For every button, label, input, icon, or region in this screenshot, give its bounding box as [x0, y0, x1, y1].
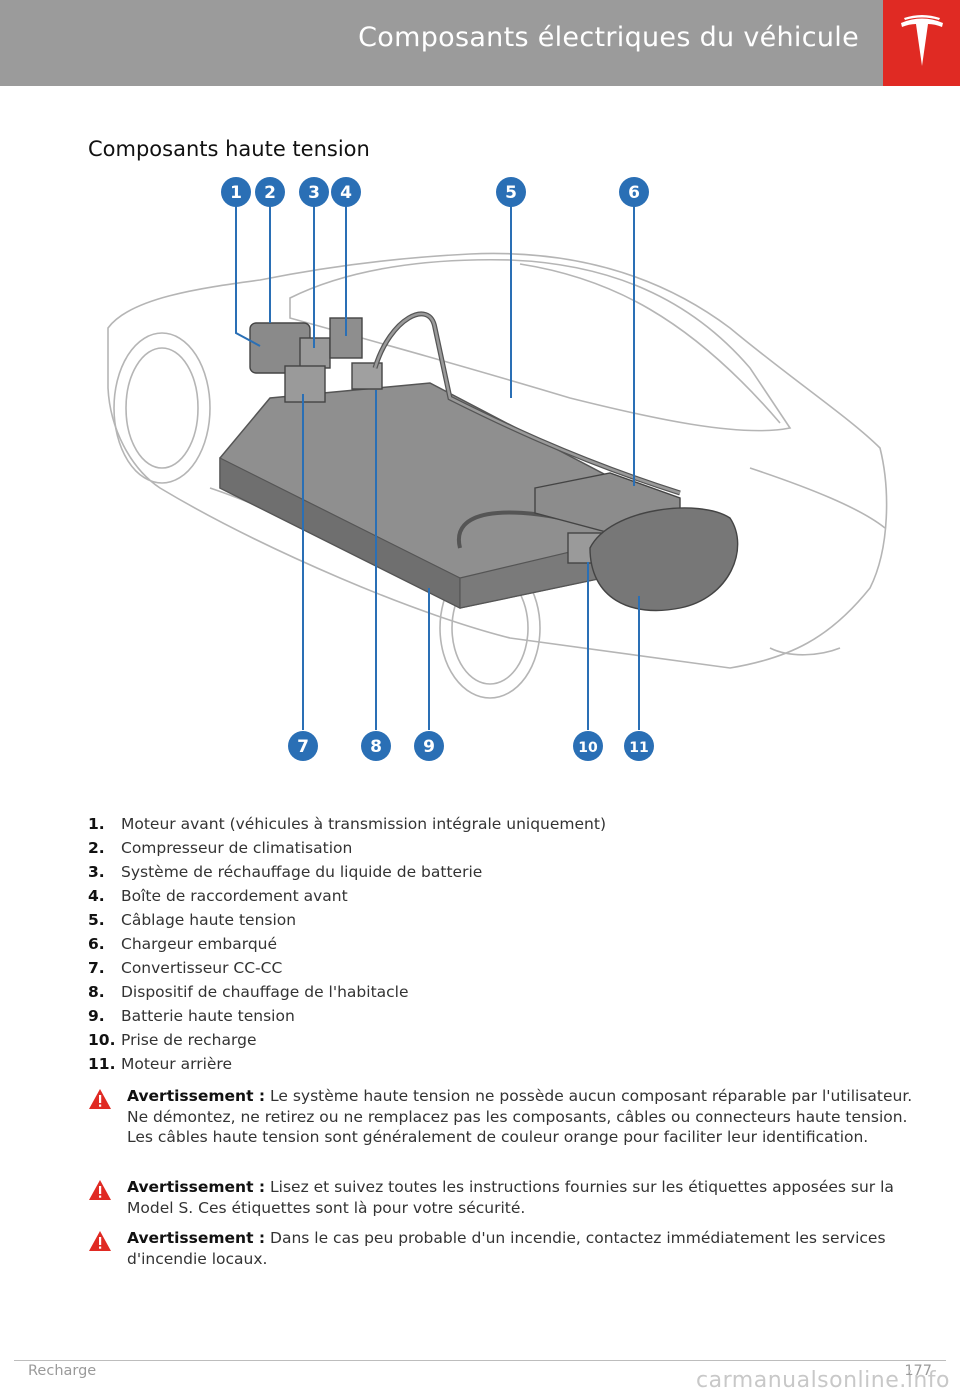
legend-item-text: Boîte de raccordement avant [121, 887, 348, 905]
callout-circle-10 [573, 731, 603, 761]
tesla-logo-icon [901, 15, 943, 66]
callout-circle-6 [619, 177, 649, 207]
warning-block: Avertissement : Dans le cas peu probable… [88, 1228, 928, 1269]
callout-label-3: 3 [308, 183, 320, 203]
callout-label-11: 11 [629, 740, 648, 756]
legend-item-text: Moteur avant (véhicules à transmission i… [121, 815, 606, 833]
legend-item-number: 11. [88, 1055, 116, 1073]
callout-circle-9 [414, 731, 444, 761]
legend-item-number: 6. [88, 935, 105, 953]
callout-circle-2 [255, 177, 285, 207]
legend-item-number: 4. [88, 887, 105, 905]
legend-item-text: Moteur arrière [121, 1055, 232, 1073]
callout-circle-3 [299, 177, 329, 207]
warning-body: Le système haute tension ne possède aucu… [127, 1087, 913, 1146]
warning-label: Avertissement : [127, 1178, 266, 1196]
legend-item: 5. Câblage haute tension [88, 911, 928, 935]
warning-label: Avertissement : [127, 1087, 266, 1105]
warning-triangle-icon [89, 1089, 111, 1109]
legend-item: 7. Convertisseur CC-CC [88, 959, 928, 983]
callout-label-6: 6 [628, 183, 640, 203]
callout-label-8: 8 [370, 737, 382, 757]
footer-divider [14, 1360, 946, 1361]
watermark: carmanualsonline.info [696, 1368, 950, 1393]
callout-label-4: 4 [340, 183, 352, 203]
warning-block: Avertissement : Le système haute tension… [88, 1086, 928, 1148]
warning-text: Avertissement : Le système haute tension… [127, 1086, 928, 1148]
footer-section-name: Recharge [28, 1363, 97, 1379]
legend-item: 3. Système de réchauffage du liquide de b… [88, 863, 928, 887]
legend-item-text: Prise de recharge [121, 1031, 257, 1049]
legend-item-number: 8. [88, 983, 105, 1001]
callout-circle-7 [288, 731, 318, 761]
legend-item-text: Chargeur embarqué [121, 935, 278, 953]
callout-circle-1 [221, 177, 251, 207]
legend-item-number: 2. [88, 839, 105, 857]
warning-triangle-icon [89, 1180, 111, 1200]
callout-label-1: 1 [230, 183, 242, 203]
callout-label-5: 5 [505, 183, 517, 203]
callout-label-2: 2 [264, 183, 276, 203]
brand-logo-box [883, 0, 960, 86]
legend-item-text: Batterie haute tension [121, 1007, 295, 1025]
page-title: Composants électriques du véhicule [358, 22, 859, 53]
callout-circle-11 [624, 731, 654, 761]
warning-body: Dans le cas peu probable d'un incendie, … [127, 1229, 886, 1268]
section-title: Composants haute tension [88, 137, 370, 161]
callout-label-10: 10 [578, 740, 598, 756]
header-bar: Composants électriques du véhicule [0, 0, 883, 86]
callout-circle-4 [331, 177, 361, 207]
warning-triangle-icon [89, 1231, 111, 1251]
legend-item: 2. Compresseur de climatisation [88, 839, 928, 863]
callout-leaders [235, 204, 640, 730]
component-legend: 1. Moteur avant (véhicules à transmission… [88, 815, 928, 1079]
callout-label-7: 7 [297, 737, 309, 757]
legend-item-text: Câblage haute tension [121, 911, 297, 929]
legend-item-number: 5. [88, 911, 105, 929]
warning-text: Avertissement : Dans le cas peu probable… [127, 1228, 928, 1269]
footer-page-number: 177 [904, 1363, 932, 1379]
warning-label: Avertissement : [127, 1229, 266, 1247]
legend-item-number: 10. [88, 1031, 116, 1049]
warning-block: Avertissement : Lisez et suivez toutes l… [88, 1177, 928, 1218]
warning-body: Lisez et suivez toutes les instructions … [127, 1178, 894, 1217]
legend-item: 4. Boîte de raccordement avant [88, 887, 928, 911]
legend-item-number: 3. [88, 863, 105, 881]
legend-item-text: Système de réchauffage du liquide de bat… [121, 863, 483, 881]
legend-item-text: Convertisseur CC-CC [121, 959, 283, 977]
callout-label-9: 9 [423, 737, 435, 757]
legend-item-text: Dispositif de chauffage de l'habitacle [121, 983, 409, 1001]
legend-item: 1. Moteur avant (véhicules à transmission… [88, 815, 928, 839]
legend-item-number: 7. [88, 959, 105, 977]
legend-item: 9. Batterie haute tension [88, 1007, 928, 1031]
legend-item-text: Compresseur de climatisation [121, 839, 353, 857]
warning-text: Avertissement : Lisez et suivez toutes l… [127, 1177, 928, 1218]
legend-item: 6. Chargeur embarqué [88, 935, 928, 959]
callout-circle-8 [361, 731, 391, 761]
legend-item: 11. Moteur arrière [88, 1055, 928, 1079]
legend-item: 10. Prise de recharge [88, 1031, 928, 1055]
legend-item: 8. Dispositif de chauffage de l'habitacle [88, 983, 928, 1007]
legend-item-number: 1. [88, 815, 105, 833]
callout-circle-5 [496, 177, 526, 207]
legend-item-number: 9. [88, 1007, 105, 1025]
